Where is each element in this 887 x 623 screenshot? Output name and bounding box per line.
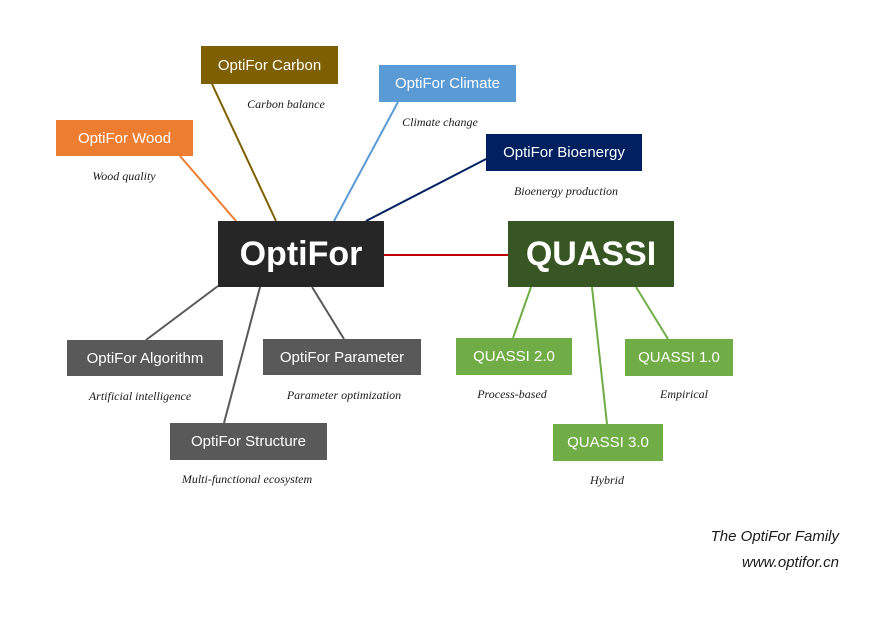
optifor-parameter-caption: Parameter optimization [286,388,402,402]
optifor-hub: OptiFor [218,221,384,287]
link-quassi-q20 [512,286,532,339]
optifor-parameter-box: OptiFor Parameter [263,339,421,375]
quassi-1-0-caption: Empirical [660,387,708,401]
quassi-2-0-caption: Process-based [477,387,547,401]
link-optifor-climate [333,101,399,222]
link-quassi-q10 [635,286,669,340]
optifor-algorithm-box: OptiFor Algorithm [67,340,223,376]
optifor-structure-caption: Multi-functional ecosystem [181,472,313,486]
link-optifor-bioenergy [365,157,489,222]
link-optifor-structure [223,286,261,424]
quassi-1-0-box: QUASSI 1.0 [625,339,733,376]
optifor-carbon-box: OptiFor Carbon [201,46,338,84]
optifor-bioenergy-caption: Bioenergy production [513,184,619,198]
quassi-2-0-box: QUASSI 2.0 [456,338,572,375]
optifor-structure-box: OptiFor Structure [170,423,327,460]
quassi-3-0-box: QUASSI 3.0 [553,424,663,461]
quassi-3-0-caption: Hybrid [590,473,624,487]
website-url: www.optifor.cn [742,554,839,571]
optifor-algorithm-caption: Artificial intelligence [88,389,192,403]
optifor-bioenergy-box: OptiFor Bioenergy [486,134,642,171]
link-optifor-parameter [311,286,345,340]
optifor-wood-box: OptiFor Wood [56,120,193,156]
link-quassi-q30 [591,286,608,425]
link-optifor-wood [179,155,237,222]
link-optifor-carbon [211,83,277,222]
optifor-carbon-caption: Carbon balance [247,97,325,111]
optifor-wood-caption: Wood quality [92,169,156,183]
link-optifor-algorithm [145,285,219,341]
family-title: The OptiFor Family [710,528,839,545]
optifor-climate-box: OptiFor Climate [379,65,516,102]
optifor-climate-caption: Climate change [402,115,478,129]
quassi-hub: QUASSI [508,221,674,287]
